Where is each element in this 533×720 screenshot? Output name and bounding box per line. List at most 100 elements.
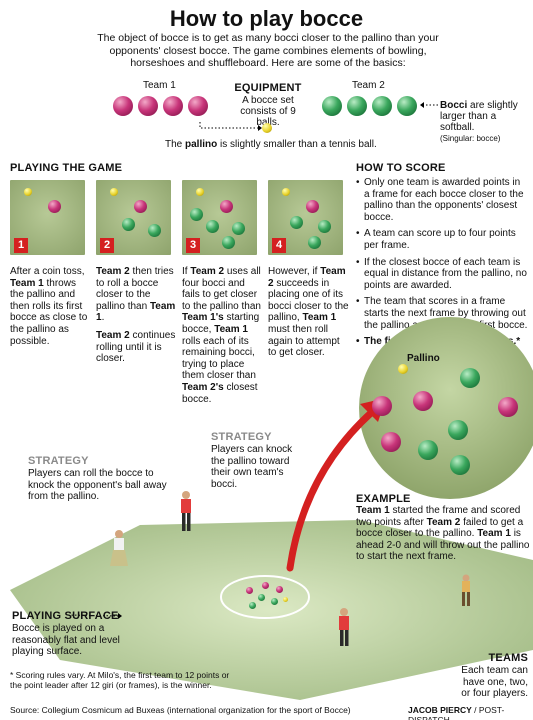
step3-text-c: starting bocce, [182,312,260,335]
credit-outlet: / POST-DISPATCH [408,705,505,720]
pink-bocce-ball-icon [381,432,401,452]
step3-text-b: uses all four bocci and fails to get clo… [182,266,261,312]
detail-circle [359,317,533,499]
step4-team-b: Team 1 [302,312,337,324]
step1-text-a: After a coin toss, [10,266,85,277]
green-bocce-ball-icon [148,224,161,237]
playing-field [10,520,533,700]
step2-text-c: continues rolling until it is closer. [96,329,176,365]
green-bocce-ball-icon [122,218,135,231]
score-item: Only one team is awarded points in a fra… [356,177,528,223]
yellow-pallino-ball-icon [398,364,408,374]
step3-team-c: Team 1 [214,323,248,335]
strategy1-text: Players can roll the bocce to knock the … [28,468,167,503]
step3-text-a: If [182,266,191,277]
step3-team-d: Team 2's [182,381,224,393]
teams-heading: TEAMS [488,652,528,664]
example-team-a: Team 1 [356,505,390,516]
red-curved-arrow-icon [286,408,376,572]
green-bocce-ball-icon [258,594,265,601]
pink-bocce-ball-icon [306,200,319,213]
player-figure-icon [339,608,349,646]
pallino-pre: The [165,139,186,150]
pink-bocce-ball-icon [163,96,183,116]
step-text-1: After a coin toss, Team 1 throws the pal… [10,266,90,347]
green-bocce-ball-icon [249,602,256,609]
yellow-pallino-ball-icon [24,188,32,196]
team1-label: Team 1 [143,80,176,91]
yellow-pallino-ball-icon [282,188,290,196]
player-figure-icon [181,491,191,531]
step-number-3: 3 [186,238,200,253]
example-text-b: failed to get a bocce closer to the pall… [356,516,524,540]
source-line: Source: Collegium Cosmicum ad Buxeas (in… [10,705,351,715]
step1-text-b: throws the pallino and then rolls its fi… [10,277,88,347]
pink-bocce-ball-icon [138,96,158,116]
score-heading: HOW TO SCORE [356,162,446,174]
example-text: Team 1 started the frame and scored two … [356,505,531,563]
playing-heading: PLAYING THE GAME [10,162,123,174]
dotted-leader-arrow-icon [199,122,262,131]
pink-bocce-ball-icon [48,200,61,213]
step-number-2: 2 [100,238,114,253]
green-bocce-ball-icon [232,222,245,235]
green-bocce-ball-icon [318,220,331,233]
pallino-term: pallino [185,139,218,150]
green-bocce-ball-icon [418,440,438,460]
step-number-4: 4 [272,238,286,253]
pallino-circle-label: Pallino [407,353,440,364]
equipment-heading: EQUIPMENT [234,82,302,94]
step3-text-d: rolls each of its remaining bocci, tryin… [182,335,256,382]
yellow-pallino-ball-icon [110,188,118,196]
player-figure-icon [462,574,470,606]
teams-text: Each team can have one, two, or four pla… [461,665,528,700]
step4-team-a: Team 2 [268,266,346,289]
green-bocce-ball-icon [397,96,417,116]
surface-heading: PLAYING SURFACE [12,610,119,622]
pink-bocce-ball-icon [246,587,253,594]
surface-text: Bocce is played on a reasonably flat and… [12,623,120,658]
bocci-singular: (Singular: bocce) [440,134,501,143]
green-bocce-ball-icon [206,220,219,233]
credit-line: JACOB PIERCY / POST-DISPATCH [408,705,533,720]
strategy2-text: Players can knock the pallino toward the… [211,444,293,490]
dotted-leader-arrow-head-icon [118,613,122,619]
green-bocce-ball-icon [222,236,235,249]
step-panel-1: 1 [10,180,85,255]
green-bocce-ball-icon [322,96,342,116]
pink-bocce-ball-icon [262,582,269,589]
yellow-pallino-ball-icon [262,123,272,133]
step4-text-c: must then roll again to attempt to get c… [268,323,340,359]
strategy2-heading: STRATEGY [211,431,272,443]
example-text-c: is ahead 2-0 and will throw out the pall… [356,528,530,563]
step3-team-a: Team 2 [190,266,225,277]
step-panel-3: 3 [182,180,257,255]
target-ellipse [220,575,310,619]
example-heading: EXAMPLE [356,493,411,505]
step-text-4: However, if Team 2 succeeds in placing o… [268,266,350,359]
footnote: * Scoring rules vary. At Milo's, the fir… [10,670,230,690]
step2-text-b: . [101,312,105,324]
equipment-desc: A bocce set consists of 9 balls. [240,95,296,128]
pink-bocce-ball-icon [372,396,392,416]
green-bocce-ball-icon [290,216,303,229]
step-panel-4: 4 [268,180,343,255]
example-team-b: Team 2 [426,516,461,528]
team2-label: Team 2 [352,80,385,91]
dotted-leader-arrow-icon [67,614,119,617]
step-panel-2: 2 [96,180,171,255]
example-text-a: started the frame and scored two points … [356,505,521,528]
player-figure-icon [110,530,128,566]
page-title: How to play bocce [169,6,364,31]
green-bocce-ball-icon [372,96,392,116]
step-text-3: If Team 2 uses all four bocci and fails … [182,266,264,405]
step-text-2: Team 2 then tries to roll a bocce closer… [96,266,178,365]
strategy1-heading: STRATEGY [28,455,89,467]
green-bocce-ball-icon [448,420,468,440]
bocci-note: Bocci are slightly larger than a softbal… [440,100,530,144]
intro-text: The object of bocce is to get as many bo… [97,32,439,69]
step2-text-a: then tries to roll a bocce closer to the… [96,266,174,312]
bocci-desc: are slightly larger than a softball. [440,100,518,133]
step4-text-a: However, if [268,266,321,277]
score-item: A team can score up to four points per f… [356,228,528,251]
